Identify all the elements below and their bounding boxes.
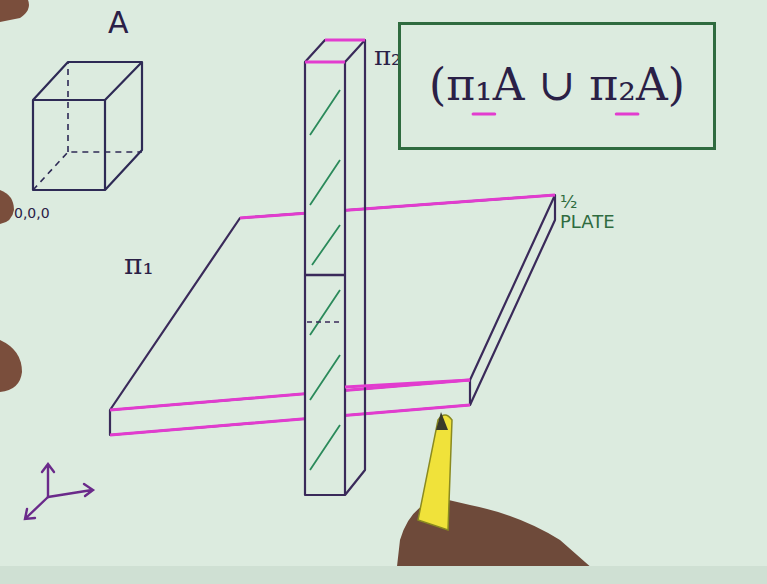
underline-mark [473,113,495,116]
axis-symbol [25,464,93,519]
note-label: ½ PLATE [560,192,630,232]
underline-mark [616,113,638,116]
formula-text: (π₁A ∪ π₂A) [429,59,713,112]
cube-figure [33,62,142,190]
part-label: A [108,6,129,39]
formula-box: (π₁A ∪ π₂A) [398,22,716,150]
plate-label: π₁ [124,250,154,281]
coordinate-label: 0,0,0 [14,206,50,221]
